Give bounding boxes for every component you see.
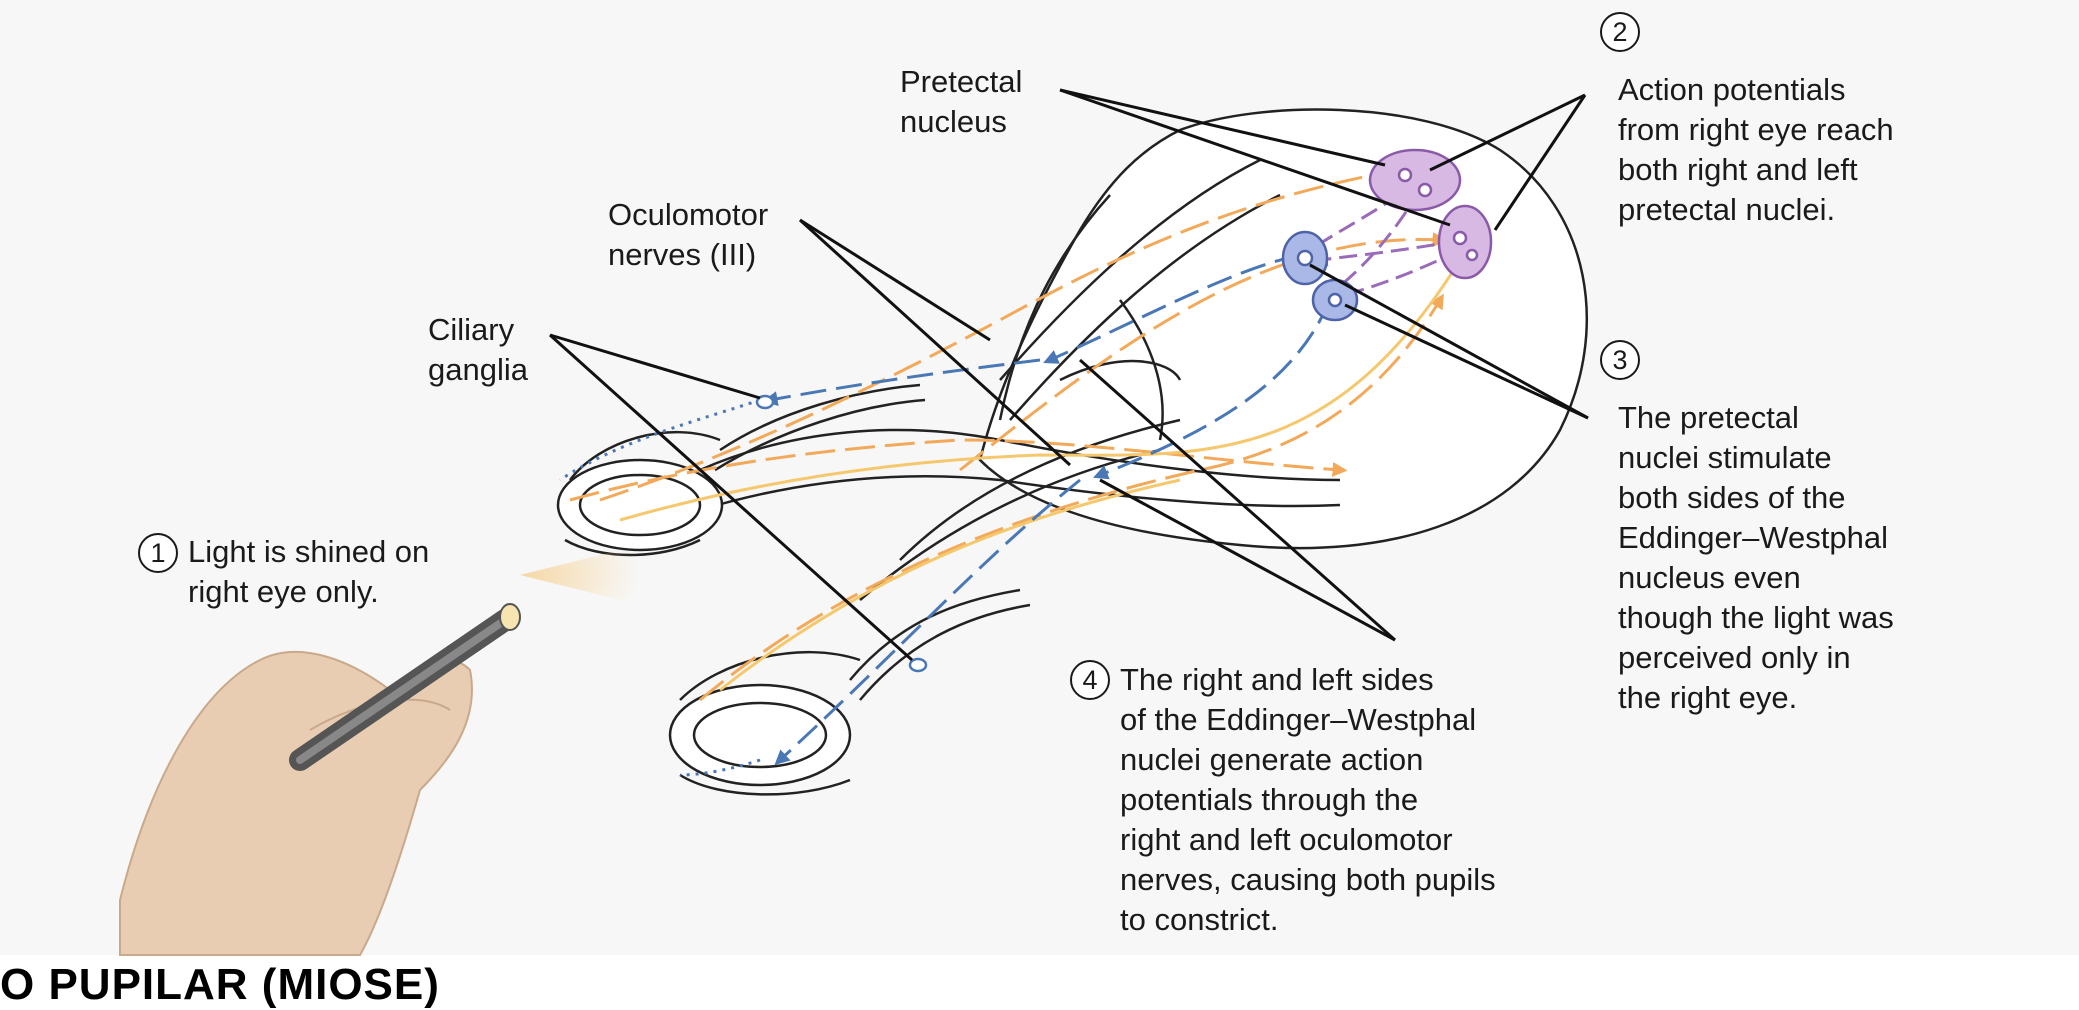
light-beam [520,545,640,605]
step-4-text: The right and left sides of the Eddinger… [1120,662,1496,937]
label-ciliary-ganglia: Ciliary ganglia [428,312,528,387]
hand-with-penlight [119,603,521,956]
step-2-number: 2 [1600,12,1640,52]
afferent-pathway [569,163,1448,702]
step-2-text: Action potentials from right eye reach b… [1618,72,1894,227]
label-pretectal-nucleus: Pretectal nucleus [900,64,1023,139]
afferent-pathway-light [619,259,1462,692]
step-4-number: 4 [1070,660,1110,700]
left-eye [668,588,1031,796]
step-3-number: 3 [1600,340,1640,380]
leader-lines [548,88,1589,662]
label-oculomotor-nerves: Oculomotor nerves (III) [608,197,769,272]
efferent-dotted [559,398,761,777]
eddinger-westphal-nuclei [1281,230,1359,322]
step-1-text: Light is shined on right eye only. [188,534,430,609]
step-3-text: The pretectal nuclei stimulate both side… [1618,400,1894,715]
ciliary-ganglia-markers [755,394,928,673]
step-1-number: 1 [138,533,178,573]
efferent-pathway [762,253,1332,766]
caption: O PUPILAR (MIOSE) [0,960,440,1009]
brainstem-outline [978,108,1589,550]
